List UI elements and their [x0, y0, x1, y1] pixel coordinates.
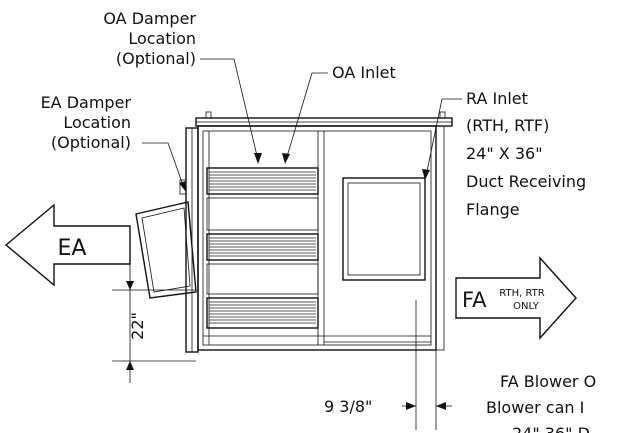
- oa-grille-lower: [206, 297, 319, 329]
- fa-arrow-label: FA: [462, 288, 487, 312]
- ea-damper-line-3: (Optional): [51, 133, 131, 152]
- leader-arrowhead: [254, 153, 262, 164]
- oa-damper-line-2: Location: [128, 29, 196, 48]
- panel-separator: [206, 197, 319, 231]
- fa-arrow-sup-bottom: ONLY: [513, 301, 540, 312]
- leader-arrowhead: [282, 153, 290, 164]
- oa-damper-line-3: (Optional): [116, 49, 196, 68]
- fa-arrow: FA RTH, RTR ONLY: [455, 256, 577, 340]
- ra-inlet-line-1: RA Inlet: [466, 89, 528, 108]
- ra-inlet-callout: RA Inlet (RTH, RTF) 24" X 36" Duct Recei…: [466, 89, 586, 219]
- fa-blower-note-line-2: Blower can I: [486, 398, 584, 417]
- oa-damper-callout: OA Damper Location (Optional): [103, 9, 196, 68]
- ra-inlet-line-4: Duct Receiving: [466, 172, 586, 191]
- ra-inlet-line-5: Flange: [466, 200, 520, 219]
- fa-blower-note: FA Blower O Blower can I 24" 36" D: [486, 372, 596, 433]
- dimension-vertical-label: 22": [128, 312, 147, 340]
- leader-arrowhead: [422, 169, 430, 180]
- fa-arrow-sup-top: RTH, RTR: [499, 288, 545, 299]
- ea-arrow: EA: [4, 203, 131, 287]
- leader-arrowhead: [179, 181, 186, 192]
- ra-inlet-line-2: (RTH, RTF): [466, 116, 549, 135]
- ea-arrow-label: EA: [58, 236, 87, 261]
- ra-inlet-line-3: 24" X 36": [466, 144, 543, 163]
- ea-damper-line-2: Location: [63, 113, 131, 132]
- oa-grille-upper: [206, 167, 319, 195]
- fa-blower-note-line-3: 24" 36" D: [512, 424, 590, 433]
- ea-damper-line-1: EA Damper: [41, 93, 132, 112]
- oa-grille-middle: [206, 233, 319, 261]
- ea-damper-hood: [135, 179, 197, 299]
- dimension-horizontal-label: 9 3/8": [324, 397, 372, 416]
- ra-inlet-flange: [342, 177, 426, 281]
- dimension-vertical: 22": [112, 258, 196, 383]
- unit-cabinet: [185, 111, 453, 353]
- oa-damper-line-1: OA Damper: [103, 9, 196, 28]
- oa-inlet-label: OA Inlet: [332, 63, 396, 82]
- panel-separator: [206, 263, 319, 295]
- leader-lines: [142, 58, 462, 189]
- dimension-horizontal: 9 3/8": [324, 300, 452, 430]
- ea-damper-callout: EA Damper Location (Optional): [41, 93, 132, 152]
- fa-blower-note-line-1: FA Blower O: [500, 372, 596, 391]
